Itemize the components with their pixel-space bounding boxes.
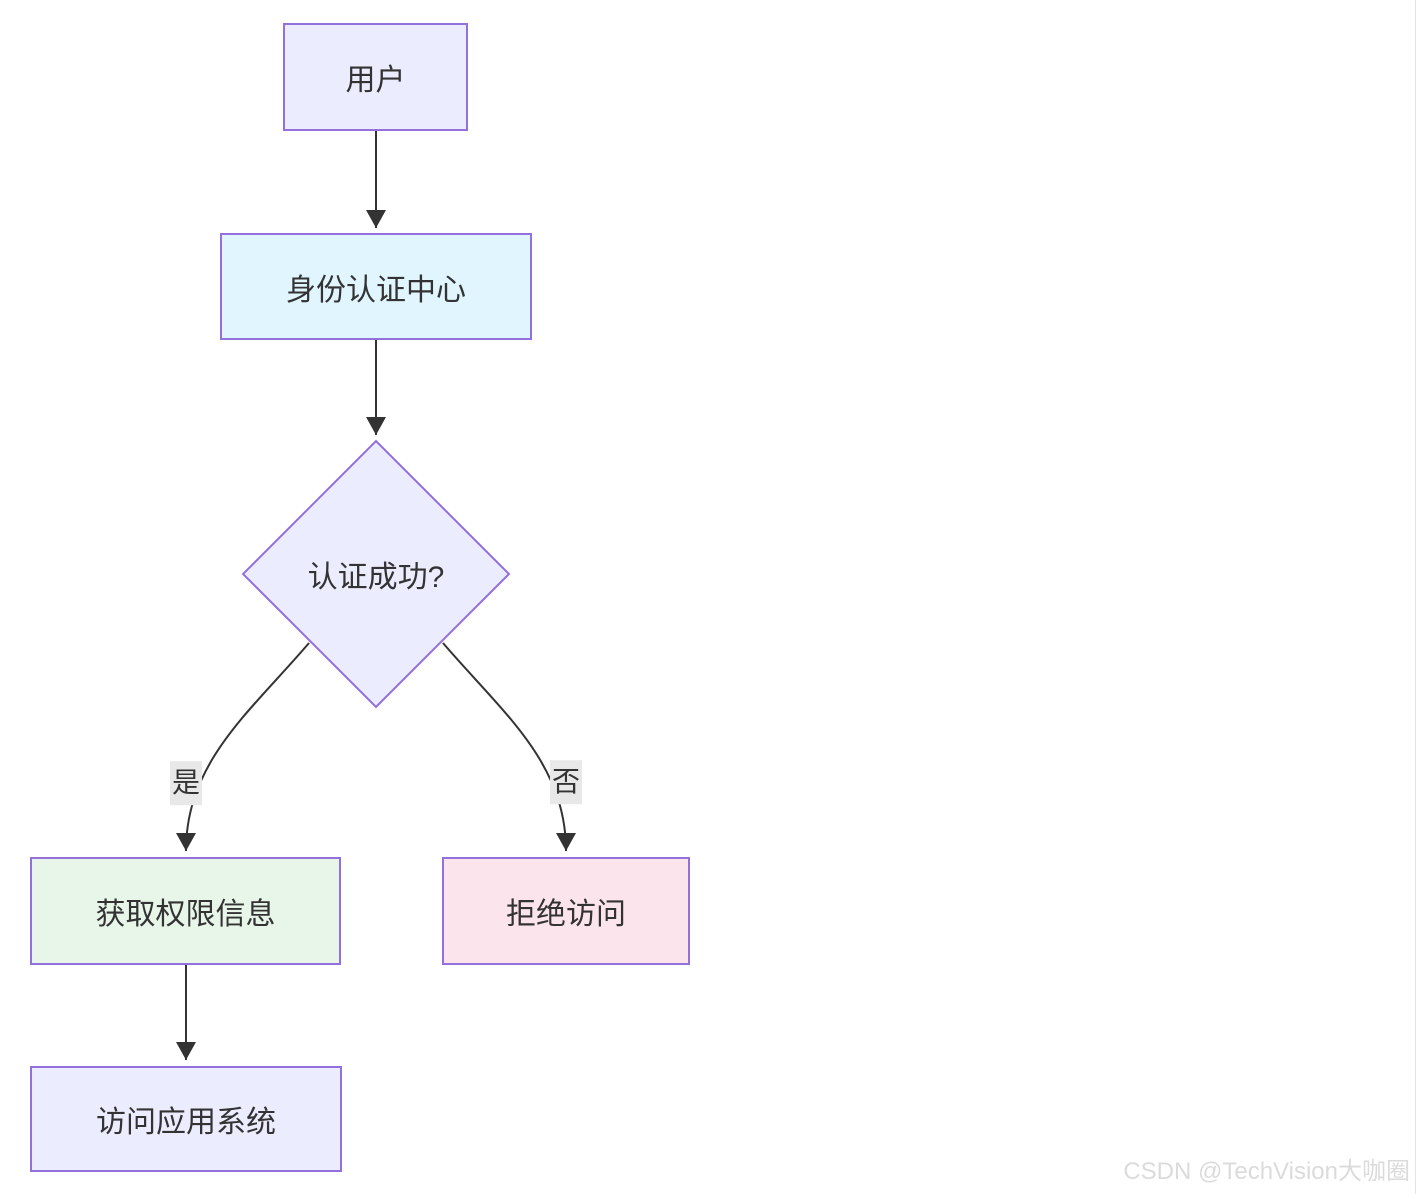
- node-user: 用户: [283, 23, 468, 131]
- edge-decision-yes-to-get-permissions: [176, 642, 310, 852]
- node-get-permissions-label: 获取权限信息: [95, 898, 276, 931]
- node-user-label: 用户: [345, 64, 406, 97]
- node-access-app-label: 访问应用系统: [96, 1106, 276, 1139]
- node-deny-access: 拒绝访问: [442, 857, 690, 965]
- node-auth-center-label: 身份认证中心: [286, 273, 466, 307]
- node-auth-center: 身份认证中心: [220, 233, 532, 340]
- node-access-app: 访问应用系统: [30, 1066, 342, 1172]
- decision-diamond-label: 认证成功?: [307, 561, 445, 594]
- watermark: CSDN @TechVision大咖圈: [1123, 1158, 1410, 1185]
- node-deny-access-label: 拒绝访问: [506, 898, 626, 931]
- edge-decision-no-to-deny-access: [442, 642, 576, 852]
- node-get-permissions: 获取权限信息: [30, 857, 341, 965]
- edge-label-no: 否: [549, 760, 583, 804]
- edge-label-yes: 是: [169, 761, 203, 805]
